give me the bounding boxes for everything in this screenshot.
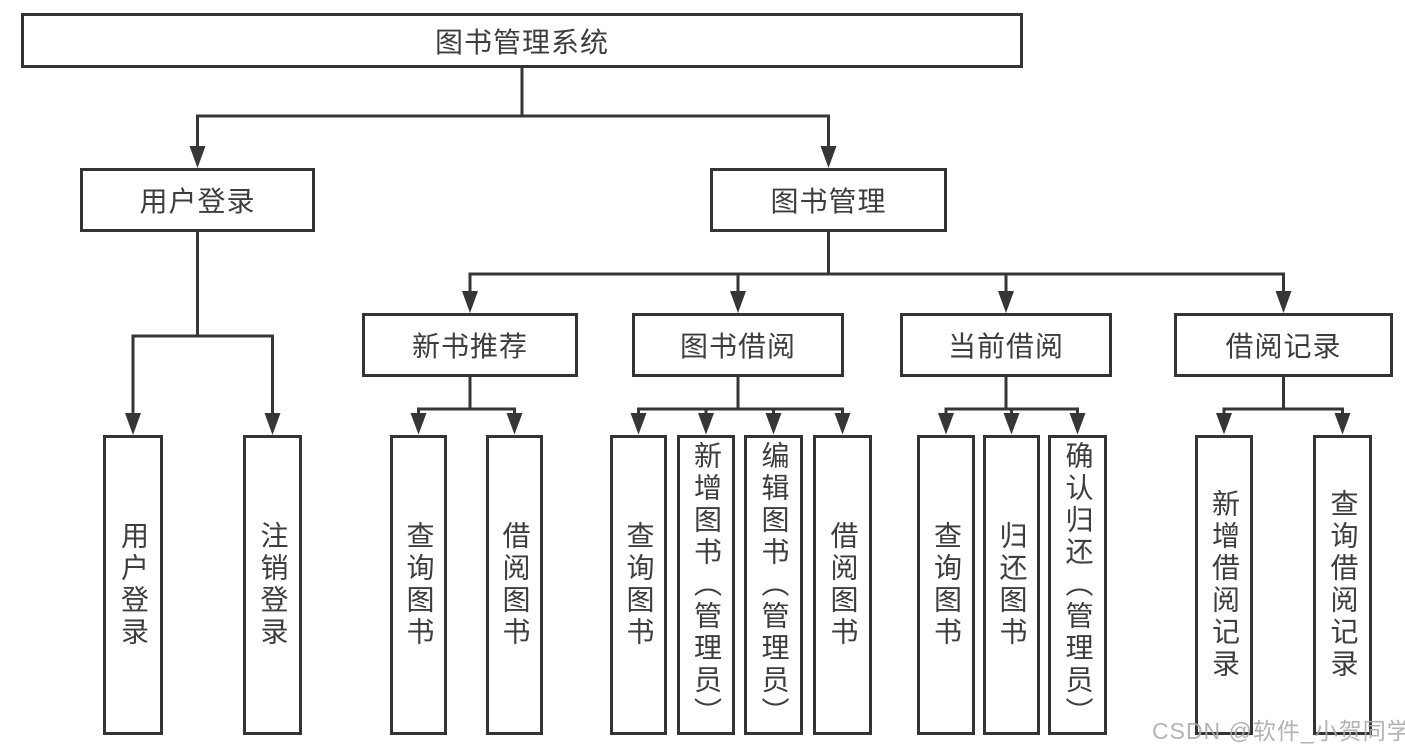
arrowhead — [698, 413, 714, 435]
arrowhead — [765, 413, 782, 435]
node-current-borrow: 当前借阅 — [900, 313, 1112, 377]
line — [131, 232, 274, 414]
arrowhead — [189, 146, 206, 168]
connector-user-login-split — [125, 232, 281, 435]
arrowhead — [834, 413, 851, 435]
node-new-book-recommend: 新书推荐 — [362, 313, 578, 377]
leaf-edit-books-admin: 编辑图书（管理员） — [744, 435, 803, 735]
line — [1222, 377, 1344, 414]
leaf-return-books: 归还图书 — [983, 435, 1040, 735]
node-book-borrow: 图书借阅 — [632, 313, 844, 377]
node-book-management: 图书管理 — [710, 168, 947, 232]
leaf-confirm-return-admin: 确认归还（管理员） — [1048, 435, 1107, 735]
connector-book-management-split — [462, 232, 1292, 313]
connector-current-borrow-split — [938, 377, 1086, 435]
csdn-watermark: CSDN @软件_小贺同学 — [1152, 718, 1405, 744]
node-borrow-records: 借阅记录 — [1174, 313, 1393, 377]
arrowhead — [630, 413, 647, 435]
line — [637, 377, 844, 414]
line — [944, 377, 1079, 414]
arrowhead — [125, 413, 141, 435]
leaf-add-borrow-record: 新增借阅记录 — [1195, 435, 1253, 735]
leaf-query-borrow-record: 查询借阅记录 — [1313, 435, 1372, 735]
arrowhead — [462, 291, 478, 313]
arrowhead — [820, 146, 837, 168]
arrowhead — [1003, 413, 1020, 435]
line — [468, 232, 1285, 292]
arrowhead — [1334, 413, 1351, 435]
leaf-borrow-books-recommend: 借阅图书 — [486, 435, 543, 735]
arrowhead — [1275, 291, 1292, 313]
connector-new-book-recommend-split — [410, 377, 523, 435]
arrowhead — [264, 413, 281, 435]
arrowhead — [998, 291, 1014, 313]
arrowhead — [506, 413, 523, 435]
arrowhead — [1069, 413, 1086, 435]
connector-root-split — [189, 68, 837, 168]
arrowhead — [1216, 413, 1232, 435]
arrowhead — [730, 291, 746, 313]
leaf-borrow-books: 借阅图书 — [813, 435, 872, 735]
leaf-user-login: 用户登录 — [103, 435, 163, 735]
leaf-query-books-borrow: 查询图书 — [610, 435, 667, 735]
node-user-login: 用户登录 — [80, 168, 315, 232]
line — [417, 377, 516, 414]
arrowhead — [938, 413, 954, 435]
arrowhead — [410, 413, 427, 435]
leaf-add-books-admin: 新增图书（管理员） — [677, 435, 735, 735]
leaf-query-books-current: 查询图书 — [917, 435, 975, 735]
connector-book-borrow-split — [630, 377, 851, 435]
line — [196, 68, 830, 147]
leaf-query-books-recommend: 查询图书 — [390, 435, 447, 735]
node-library-management-system: 图书管理系统 — [21, 13, 1023, 68]
leaf-logout: 注销登录 — [243, 435, 302, 735]
connector-borrow-records-split — [1216, 377, 1351, 435]
